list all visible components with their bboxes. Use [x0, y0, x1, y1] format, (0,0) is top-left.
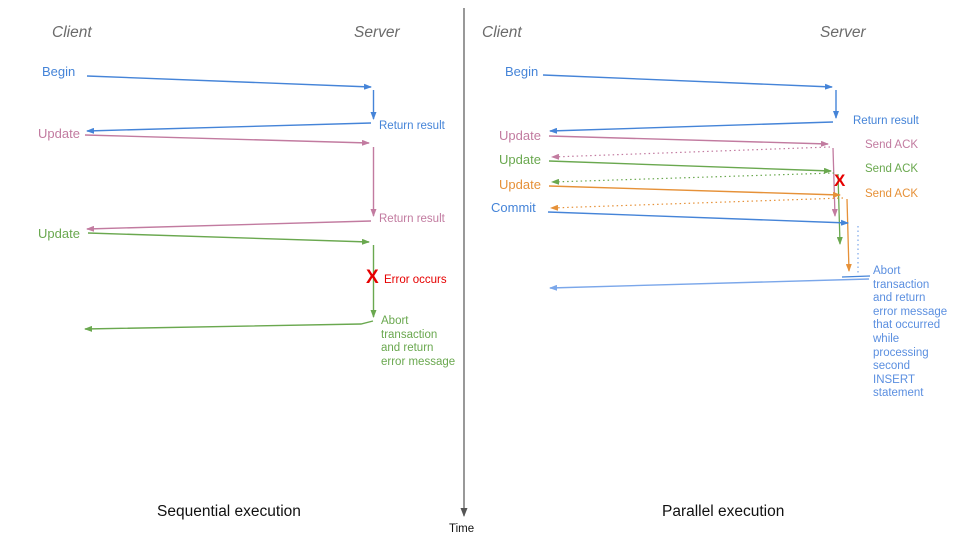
right-update-3-request-arrow: [548, 185, 841, 198]
left-caption: Sequential execution: [157, 503, 301, 520]
left-return-result-1-label: Return result: [379, 120, 445, 132]
time-axis-label: Time: [449, 523, 475, 535]
right-send-ack-2-label: Send ACK: [865, 163, 919, 175]
right-begin-request-arrow: [542, 74, 833, 90]
left-server-header: Server: [354, 24, 400, 41]
right-server-header: Server: [820, 24, 866, 41]
right-server-mark-line: [841, 275, 871, 278]
left-return-result-2-arrow: [86, 220, 372, 232]
right-server-processing-update-1-arrow: [831, 147, 838, 217]
right-server-processing-update-2-arrow: [836, 173, 843, 245]
right-return-result-label: Return result: [853, 115, 919, 127]
left-client-header: Client: [52, 24, 92, 41]
right-send-ack-2-dotted-arrow: [551, 172, 835, 185]
right-error-x-icon: X: [834, 171, 846, 190]
left-error-x-icon: X: [366, 267, 379, 288]
right-commit-request-arrow: [547, 211, 849, 226]
left-abort-message-label: Abort transaction and return error messa…: [381, 315, 456, 368]
left-update-2-request-arrow: [87, 232, 370, 245]
left-return-result-1-arrow: [86, 122, 372, 134]
left-update-1-label: Update: [38, 126, 80, 141]
left-error-occurs-label: Error occurs: [384, 274, 447, 286]
left-update-1-request-arrow: [84, 134, 370, 146]
right-commit-label: Commit: [491, 200, 536, 215]
right-update-1-label: Update: [499, 128, 541, 143]
right-send-ack-3-dotted-arrow: [550, 197, 844, 211]
right-update-2-request-arrow: [548, 160, 832, 174]
left-begin-label: Begin: [42, 64, 76, 79]
right-send-ack-1-dotted-arrow: [551, 146, 831, 160]
right-update-3-label: Update: [499, 177, 541, 192]
right-begin-label: Begin: [505, 64, 539, 79]
right-return-result-arrow: [549, 121, 834, 134]
right-update-2-label: Update: [499, 152, 541, 167]
right-send-ack-1-label: Send ACK: [865, 139, 919, 151]
right-server-processing-update-3-arrow: [845, 198, 852, 272]
left-abort-return-arrow: [84, 320, 374, 332]
left-return-result-2-label: Return result: [379, 213, 445, 225]
left-update-2-label: Update: [38, 226, 80, 241]
right-client-header: Client: [482, 24, 522, 41]
right-send-ack-3-label: Send ACK: [865, 188, 919, 200]
left-begin-request-arrow: [86, 75, 372, 90]
right-abort-message-label: Abort transaction and return error messa…: [873, 265, 948, 400]
right-update-1-request-arrow: [548, 135, 829, 147]
right-abort-return-arrow: [549, 278, 870, 291]
right-caption: Parallel execution: [662, 503, 785, 520]
